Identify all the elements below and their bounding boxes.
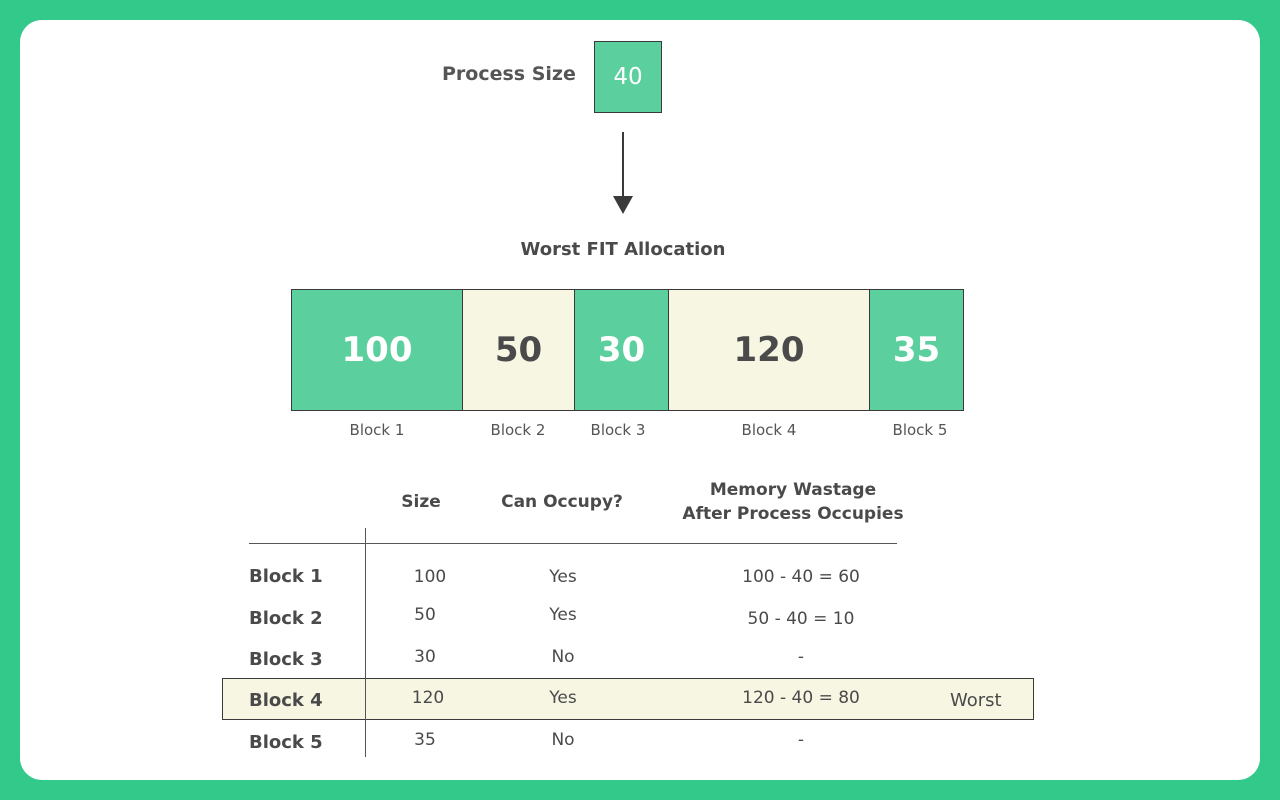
diagram-title: Worst FIT Allocation — [520, 239, 726, 260]
memory-block-value: 30 — [597, 330, 646, 370]
cell-size: 50 — [414, 605, 436, 625]
cell-size: 120 — [411, 688, 445, 708]
memory-block-label: Block 5 — [892, 421, 948, 439]
header-memory-wastage-line1: Memory Wastage — [709, 480, 877, 500]
cell-wastage: - — [797, 730, 805, 750]
cell-wastage: 120 - 40 = 80 — [742, 688, 860, 708]
header-can-occupy: Can Occupy? — [501, 492, 623, 512]
cell-can-occupy: No — [551, 730, 575, 750]
memory-block-2: 50 — [463, 290, 575, 410]
row-label-block-1: Block 1 — [249, 566, 323, 587]
diagram-card: Process Size 40 Worst FIT Allocation 100… — [20, 20, 1260, 780]
memory-block-3: 30 — [575, 290, 669, 410]
memory-block-4: 120 — [669, 290, 870, 410]
process-size-box: 40 — [594, 41, 662, 113]
memory-block-value: 35 — [892, 330, 941, 370]
memory-block-value: 120 — [733, 330, 805, 370]
row-label-block-3: Block 3 — [249, 649, 323, 670]
cell-size: 30 — [414, 647, 436, 667]
row-label-block-4: Block 4 — [249, 690, 323, 711]
memory-block-label: Block 1 — [349, 421, 405, 439]
memory-block-value: 50 — [494, 330, 543, 370]
cell-can-occupy: Yes — [549, 605, 577, 625]
memory-block-1: 100 — [292, 290, 463, 410]
worst-fit-highlight-row — [222, 678, 1034, 720]
down-arrow-icon — [613, 196, 633, 214]
cell-wastage: - — [797, 647, 805, 667]
table-column-divider — [365, 528, 366, 757]
memory-block-label: Block 3 — [590, 421, 646, 439]
header-memory-wastage-line2: After Process Occupies — [682, 504, 904, 524]
cell-can-occupy: No — [551, 647, 575, 667]
worst-badge: Worst — [950, 690, 1002, 711]
down-arrow-line — [622, 132, 624, 198]
cell-wastage: 100 - 40 = 60 — [742, 567, 860, 587]
memory-blocks: 100 50 30 120 35 — [291, 289, 964, 411]
process-size-label: Process Size — [442, 63, 576, 85]
header-memory-wastage: Memory Wastage After Process Occupies — [643, 478, 943, 526]
memory-block-label: Block 4 — [741, 421, 797, 439]
row-label-block-5: Block 5 — [249, 732, 323, 753]
memory-block-value: 100 — [341, 330, 413, 370]
memory-block-5: 35 — [870, 290, 963, 410]
cell-can-occupy: Yes — [549, 688, 577, 708]
memory-block-label: Block 2 — [490, 421, 546, 439]
cell-can-occupy: Yes — [549, 567, 577, 587]
table-header-divider — [249, 543, 897, 544]
cell-size: 100 — [413, 567, 447, 587]
cell-size: 35 — [414, 730, 436, 750]
header-size: Size — [401, 492, 441, 512]
process-size-value: 40 — [613, 64, 643, 90]
cell-wastage: 50 - 40 = 10 — [747, 609, 855, 629]
row-label-block-2: Block 2 — [249, 608, 323, 629]
